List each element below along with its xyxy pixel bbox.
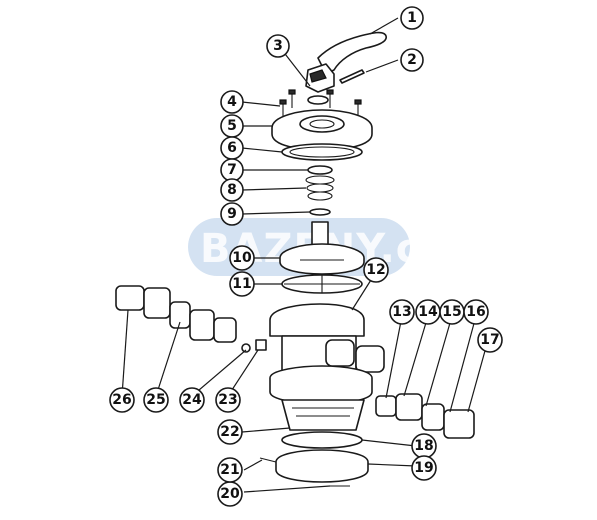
svg-text:17: 17 xyxy=(480,332,499,348)
clamp-screws-part xyxy=(259,457,350,487)
callout-20: 20 xyxy=(217,481,243,507)
callout-23: 23 xyxy=(215,387,241,413)
callout-6: 6 xyxy=(220,136,244,160)
callout-8: 8 xyxy=(220,178,244,202)
callout-7: 7 xyxy=(220,158,244,182)
leader-lines xyxy=(121,17,489,493)
rotor-part xyxy=(279,221,365,275)
callout-5: 5 xyxy=(220,114,244,138)
callout-3: 3 xyxy=(266,34,290,58)
svg-text:9: 9 xyxy=(227,206,237,222)
spring-part xyxy=(305,175,335,201)
svg-text:7: 7 xyxy=(227,162,237,178)
svg-text:26: 26 xyxy=(112,392,131,408)
svg-text:3: 3 xyxy=(273,38,283,54)
callout-26: 26 xyxy=(109,387,135,413)
o-ring-part xyxy=(307,165,333,175)
callout-22: 22 xyxy=(217,419,243,445)
svg-text:16: 16 xyxy=(466,304,485,320)
callout-25: 25 xyxy=(143,387,169,413)
callout-11: 11 xyxy=(229,271,255,297)
svg-text:6: 6 xyxy=(227,140,237,156)
bottom-gasket-part xyxy=(281,431,363,449)
svg-text:8: 8 xyxy=(227,182,237,198)
pin-part xyxy=(339,69,365,84)
callout-14: 14 xyxy=(415,299,441,325)
right-union-part xyxy=(375,393,475,439)
svg-text:1: 1 xyxy=(407,10,417,26)
valve-body-part xyxy=(269,303,385,431)
spider-gasket-part xyxy=(281,274,363,294)
handle-part xyxy=(305,31,387,93)
cover-part xyxy=(271,109,373,151)
svg-text:15: 15 xyxy=(442,304,461,320)
clamp-ring-part xyxy=(275,449,369,483)
cover-gasket-part xyxy=(281,143,363,161)
callout-10: 10 xyxy=(229,245,255,271)
callout-4: 4 xyxy=(220,90,244,114)
left-union-part xyxy=(115,285,237,343)
callout-21: 21 xyxy=(217,457,243,483)
svg-text:5: 5 xyxy=(227,118,237,134)
svg-text:24: 24 xyxy=(182,392,202,408)
svg-text:14: 14 xyxy=(418,304,438,320)
svg-text:19: 19 xyxy=(414,460,433,476)
callout-12: 12 xyxy=(363,257,389,283)
o-ring-small-part xyxy=(241,343,251,353)
callout-15: 15 xyxy=(439,299,465,325)
washer-part xyxy=(307,95,329,105)
svg-text:11: 11 xyxy=(232,276,251,292)
drain-plug-part xyxy=(255,339,267,351)
callout-19: 19 xyxy=(411,455,437,481)
svg-text:10: 10 xyxy=(232,250,252,266)
callout-13: 13 xyxy=(389,299,415,325)
callout-9: 9 xyxy=(220,202,244,226)
svg-text:18: 18 xyxy=(414,438,433,454)
svg-text:23: 23 xyxy=(218,392,237,408)
callout-2: 2 xyxy=(400,48,424,72)
callout-17: 17 xyxy=(477,327,503,353)
callout-1: 1 xyxy=(400,6,424,30)
callout-18: 18 xyxy=(411,433,437,459)
svg-text:4: 4 xyxy=(227,94,237,110)
svg-text:21: 21 xyxy=(220,462,239,478)
svg-text:22: 22 xyxy=(220,424,239,440)
svg-text:13: 13 xyxy=(392,304,411,320)
callout-16: 16 xyxy=(463,299,489,325)
callout-24: 24 xyxy=(179,387,205,413)
shaft-seal-part xyxy=(309,208,331,216)
svg-text:20: 20 xyxy=(220,486,240,502)
svg-text:12: 12 xyxy=(366,262,385,278)
svg-text:25: 25 xyxy=(146,392,165,408)
svg-text:2: 2 xyxy=(407,52,417,68)
